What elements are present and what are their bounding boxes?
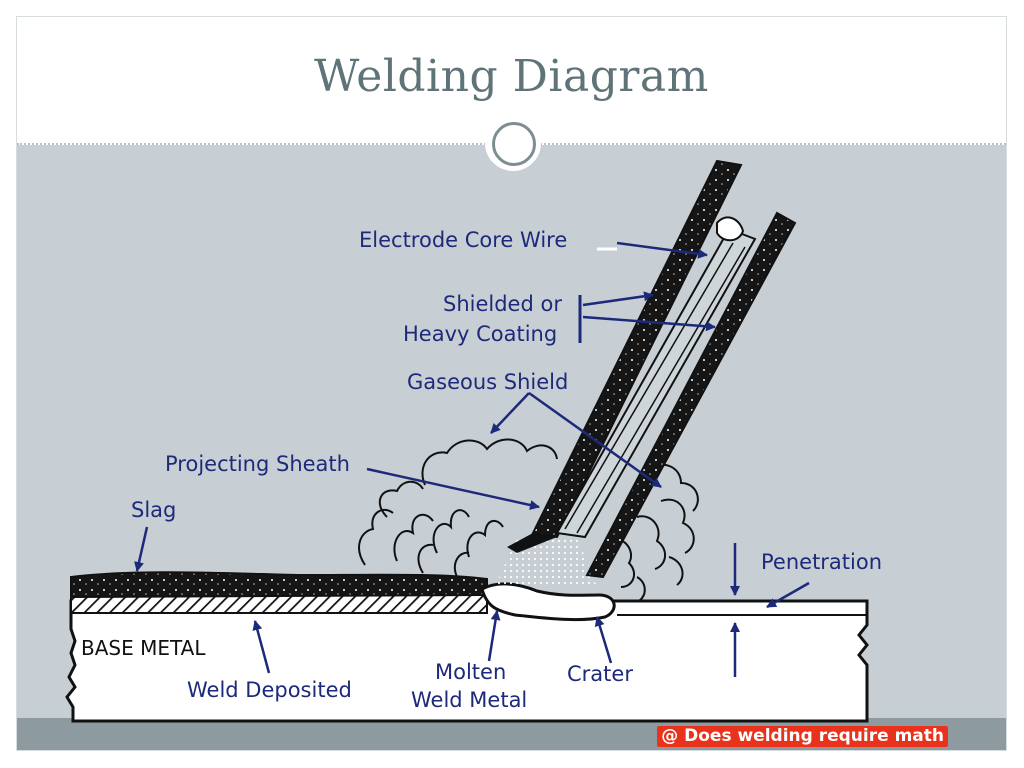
electrode-tip-bead [716,216,745,242]
label-shielded-line2: Heavy Coating [403,322,557,346]
circle-ornament-icon [485,115,541,171]
label-molten-line1: Molten [435,660,506,684]
slag-layer [70,571,488,599]
label-molten-line2: Weld Metal [411,688,527,712]
label-gaseous-shield: Gaseous Shield [407,370,568,394]
label-projecting-sheath: Projecting Sheath [165,452,350,476]
electrode-coating-right [585,211,797,579]
label-penetration: Penetration [761,550,882,574]
label-slag: Slag [131,498,176,522]
watermark-badge: @ Does welding require math [657,726,948,747]
base-metal-plate [65,599,869,723]
label-base-metal: BASE METAL [81,636,206,660]
electrode [507,159,797,579]
electrode-core-wire [555,227,757,539]
arc-spray [495,537,597,587]
slide: Welding Diagram [16,16,1007,751]
gaseous-shield-cloud [358,438,699,602]
label-shielded-line1: Shielded or [443,292,562,316]
projecting-sheath [507,533,557,553]
weld-deposited-layer [70,594,488,614]
label-electrode-core-wire: Electrode Core Wire [359,228,567,252]
callout-arrows [134,241,810,677]
label-weld-deposited: Weld Deposited [187,678,352,702]
welding-diagram: Electrode Core Wire Shielded or Heavy Co… [65,159,882,723]
molten-weld-pool [480,582,616,622]
page-title: Welding Diagram [314,51,709,102]
label-crater: Crater [567,662,633,686]
